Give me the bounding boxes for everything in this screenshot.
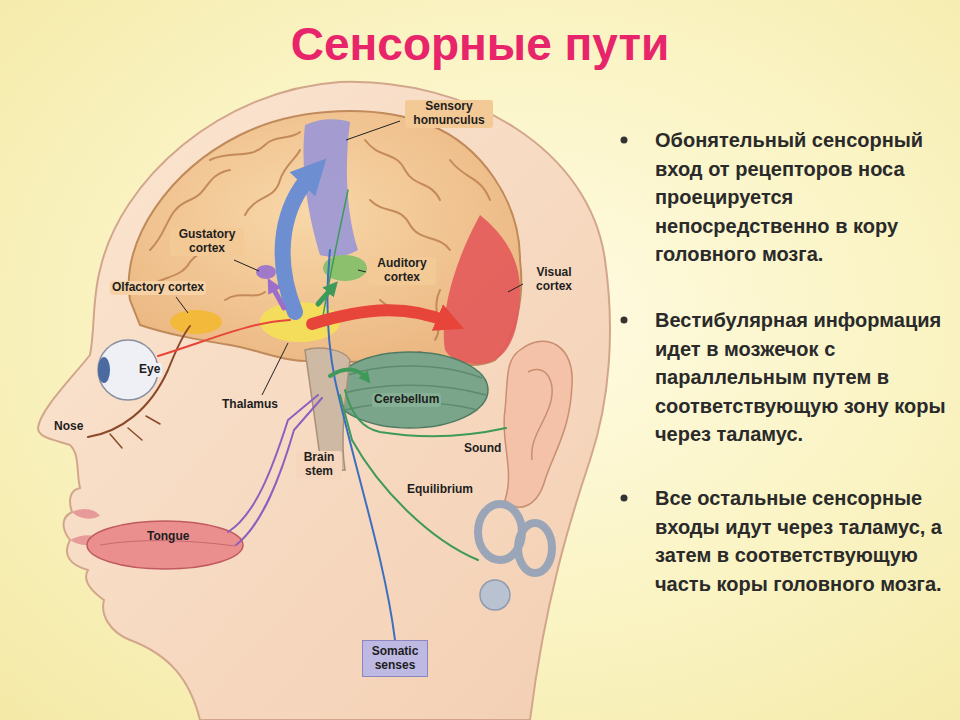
part-label: Sound xyxy=(462,442,503,456)
gustatory-cortex-region xyxy=(256,265,276,279)
olfactory-branch xyxy=(110,416,160,448)
bullet-text: Вестибулярная информация идет в мозжечок… xyxy=(655,306,950,449)
part-label: Tongue xyxy=(145,530,191,544)
brain-gyrus xyxy=(450,160,490,200)
homunculus-band xyxy=(303,119,358,257)
brain-gyrus xyxy=(365,140,440,200)
part-label: Gustatory cortex xyxy=(170,228,244,256)
head-outline xyxy=(38,82,610,720)
part-label: Cerebellum xyxy=(372,393,441,407)
cochlea xyxy=(480,580,510,610)
upper-lip xyxy=(72,509,100,519)
brain xyxy=(129,111,522,365)
part-label: Brain stem xyxy=(296,451,342,479)
slide-title: Сенсорные пути xyxy=(0,18,960,71)
auditory-arrow xyxy=(318,288,332,304)
part-label: Equilibrium xyxy=(405,483,475,497)
bullet-text: Все остальные сенсорные входы идут через… xyxy=(655,484,950,598)
part-label: Visual cortex xyxy=(525,266,583,294)
leader-line xyxy=(234,260,259,271)
visual-arrow xyxy=(312,310,448,324)
part-label: Eye xyxy=(137,363,162,377)
equilibrium-pathway xyxy=(340,395,478,560)
box-text: Somatic senses xyxy=(367,644,423,673)
brain-gyrus xyxy=(370,200,450,250)
leader-line xyxy=(176,297,188,313)
brain-gyrus xyxy=(210,132,300,160)
part-label: Nose xyxy=(52,420,85,434)
leader-line xyxy=(508,284,523,292)
brain-gyrus xyxy=(225,292,265,300)
ear-fold xyxy=(528,370,552,460)
cerebellum-arrow xyxy=(330,369,366,378)
iris xyxy=(98,357,110,383)
bullet xyxy=(621,495,628,502)
leader-line xyxy=(358,270,366,272)
optic-nerve xyxy=(158,320,290,356)
leader-line xyxy=(346,121,400,140)
somatic-arrow xyxy=(283,174,312,312)
bullet xyxy=(621,137,628,144)
tongue xyxy=(87,521,243,569)
leader-line xyxy=(262,343,288,395)
olfactory-cortex-region xyxy=(170,310,222,334)
bullet-text: Обонятельный сенсорный вход от рецепторо… xyxy=(655,126,950,269)
part-label: Sensory homunculus xyxy=(405,100,493,128)
visual-cortex-region xyxy=(444,215,520,364)
sound-pathway xyxy=(345,390,506,436)
semicircular-canal xyxy=(518,523,552,573)
part-label: Auditory cortex xyxy=(368,257,436,285)
ear xyxy=(504,341,572,507)
olfactory-nerve xyxy=(88,326,190,437)
bullet xyxy=(621,317,628,324)
part-label: Thalamus xyxy=(220,398,280,412)
senses-box: Somatic senses xyxy=(362,640,428,677)
part-label: Olfactory cortex xyxy=(110,281,206,295)
gustatory-arrow xyxy=(272,286,284,308)
cortical-fiber xyxy=(322,190,348,322)
